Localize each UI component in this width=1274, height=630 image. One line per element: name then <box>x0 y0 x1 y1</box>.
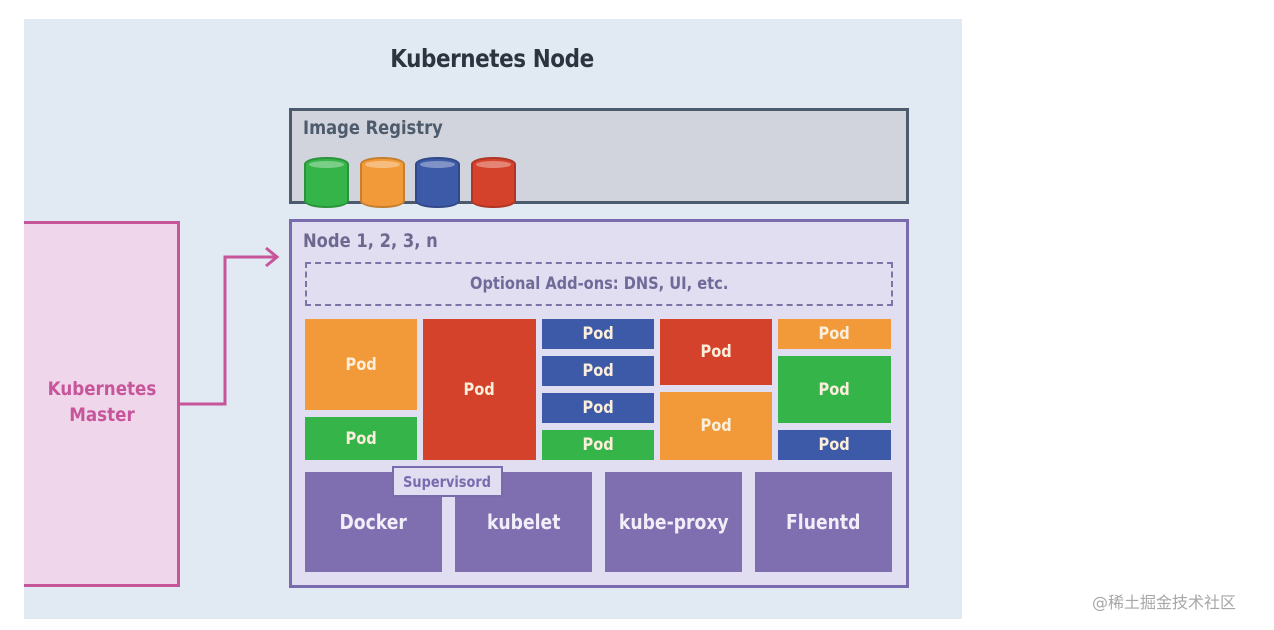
pod: Pod <box>542 356 654 386</box>
pod: Pod <box>778 356 891 423</box>
optional-addons-label: Optional Add-ons: DNS, UI, etc. <box>469 274 729 294</box>
supervisord-label: Supervisord <box>403 472 492 491</box>
watermark: @稀土掘金技术社区 <box>1092 593 1237 612</box>
pod: Pod <box>542 393 654 423</box>
service-fluentd: Fluentd <box>755 472 892 572</box>
arrow-line <box>180 255 276 406</box>
kubernetes-master-box <box>24 221 180 587</box>
pod-label: Pod <box>582 435 614 455</box>
pod: Pod <box>660 392 772 460</box>
pod-label: Pod <box>463 379 496 400</box>
image-cylinder-red <box>471 157 516 208</box>
service-label: kubelet <box>486 510 561 534</box>
pod: Pod <box>542 319 654 349</box>
node-label: Node 1, 2, 3, n <box>303 230 438 252</box>
pod: Pod <box>542 430 654 460</box>
service-label: Docker <box>339 510 408 534</box>
arrow-head-icon <box>265 246 280 268</box>
pod: Pod <box>423 319 536 460</box>
pod-label: Pod <box>345 428 377 449</box>
service-label: kube-proxy <box>618 510 729 534</box>
image-registry-label: Image Registry <box>303 117 443 139</box>
image-cylinder-green <box>304 157 349 208</box>
pod-label: Pod <box>582 324 614 344</box>
pod-label: Pod <box>345 354 377 375</box>
pod: Pod <box>778 319 891 349</box>
pod: Pod <box>660 319 772 385</box>
service-label: Fluentd <box>786 510 861 534</box>
diagram-title: Kubernetes Node <box>390 44 594 73</box>
pod-label: Pod <box>818 324 851 344</box>
pod-label: Pod <box>582 361 614 381</box>
pod: Pod <box>305 417 417 460</box>
service-kube-proxy: kube-proxy <box>605 472 742 572</box>
pod-label: Pod <box>700 342 732 362</box>
pod-label: Pod <box>700 416 732 436</box>
kubernetes-master-label: Kubernetes Master <box>47 378 157 426</box>
pod-label: Pod <box>818 379 851 400</box>
pod-label: Pod <box>818 435 851 455</box>
pod: Pod <box>305 319 417 410</box>
image-cylinder-orange <box>360 157 405 208</box>
supervisord-label-box: Supervisord <box>392 466 503 497</box>
optional-addons-box: Optional Add-ons: DNS, UI, etc. <box>305 262 893 306</box>
pod: Pod <box>778 430 891 460</box>
pod-label: Pod <box>582 398 614 418</box>
image-cylinder-blue <box>415 157 460 208</box>
